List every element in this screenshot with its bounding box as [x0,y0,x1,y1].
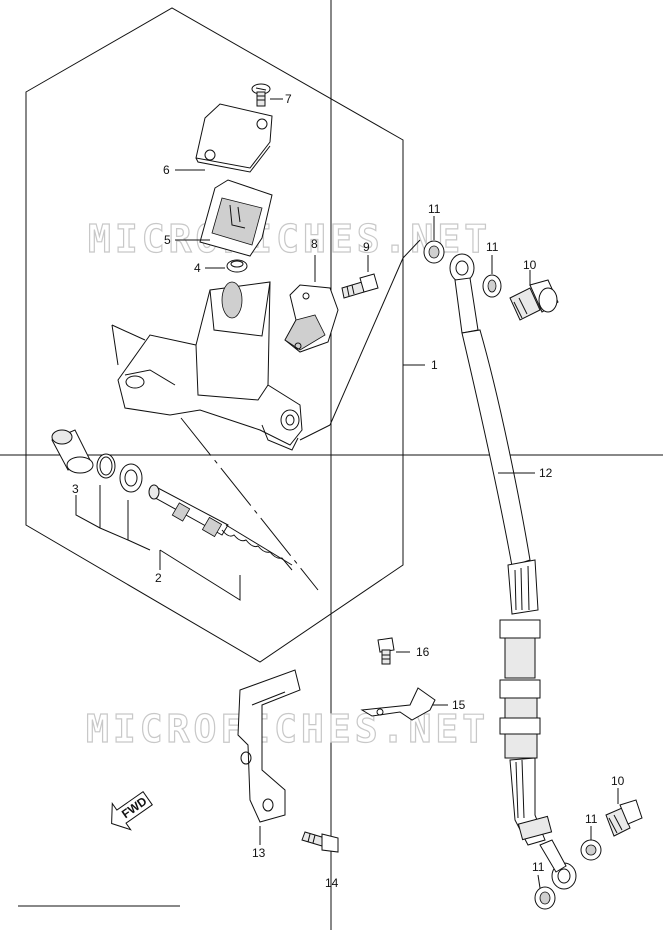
callout-9: 9 [363,240,370,254]
washer-11-lower [534,886,556,910]
washer-11-upper [423,240,445,264]
callout-7: 7 [285,92,292,106]
callout-15: 15 [452,698,466,712]
banjo-bolt-10-lower [605,799,643,837]
washer-11-upper-right [482,274,502,298]
banjo-bolt-10-upper [509,279,559,321]
callout-11a: 11 [428,202,441,216]
callout-10b: 10 [611,774,625,788]
diaphragm-5 [199,179,273,257]
callout-2: 2 [155,571,162,585]
watermark-top: MICROFICHES.NET [88,217,491,261]
bracket-13 [237,669,301,823]
callout-16: 16 [416,645,430,659]
bolt-16 [377,637,395,665]
master-cylinder-body [117,281,303,451]
holder-8 [284,284,339,353]
callout-11c: 11 [585,812,598,826]
callout-5: 5 [164,233,171,247]
callout-12: 12 [539,466,553,480]
callout-1: 1 [431,358,438,372]
reservoir-cap-6 [195,103,273,173]
plate-4 [226,259,248,273]
callout-14: 14 [325,876,339,890]
washer-11-lower-right [580,839,602,861]
assembly-outline [25,7,404,663]
callout-13: 13 [252,846,266,860]
bolt-14 [301,831,339,853]
callout-6: 6 [163,163,170,177]
circlip [96,453,116,479]
callout-8: 8 [311,237,318,251]
callout-11b: 11 [486,240,499,254]
boot-ring [119,463,143,493]
bolt-9 [341,273,379,299]
callout-3: 3 [72,482,79,496]
brake-hose-12 [449,253,577,890]
callout-11d: 11 [532,860,545,874]
callout-4: 4 [194,261,201,275]
clamp-15 [360,687,436,721]
watermark-bottom: MICROFICHES.NET [86,707,489,751]
screw-7 [251,83,271,107]
fwd-arrow-icon: FWD [111,790,153,831]
piston-assembly-2 [148,484,293,571]
piston-cup-3 [51,429,94,474]
callout-10a: 10 [523,258,537,272]
